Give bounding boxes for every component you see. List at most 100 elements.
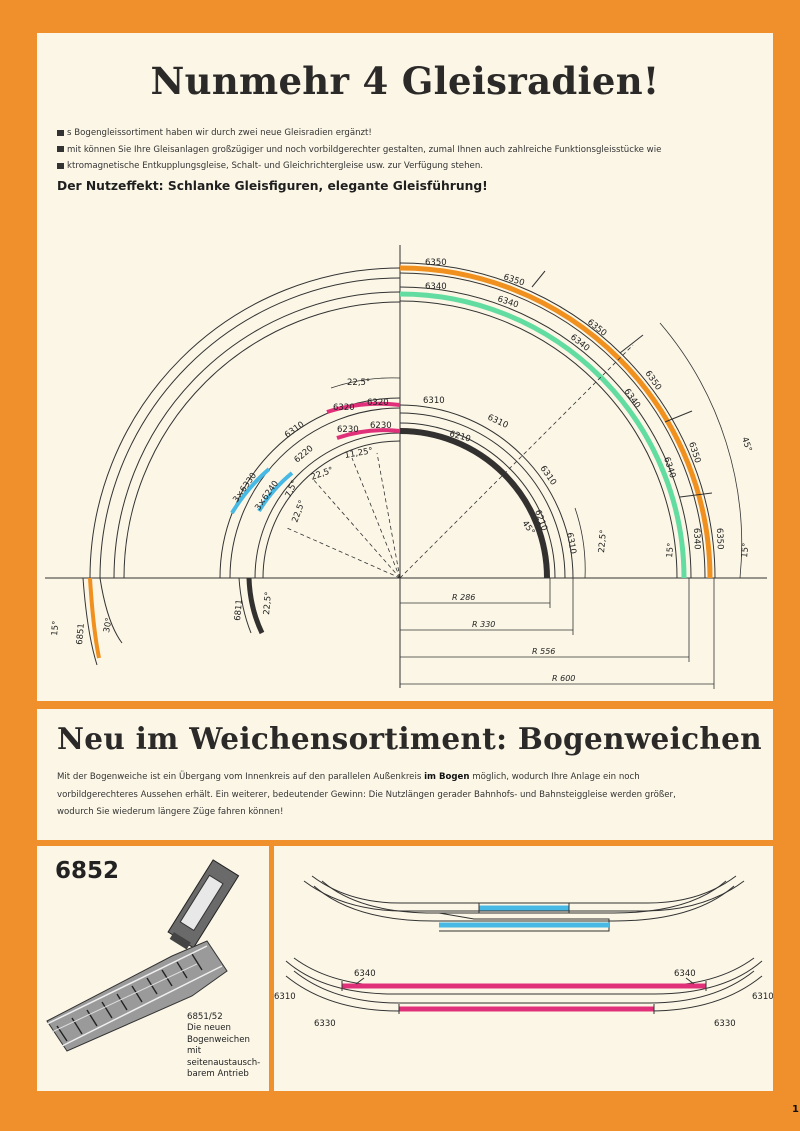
label-6310-c: 6310 bbox=[538, 464, 559, 487]
radius-dimensions bbox=[400, 578, 715, 689]
dark-track-6210 bbox=[399, 428, 550, 579]
product-photo-panel: 6852 6851/52 Die neuen Bogenweichen m bbox=[37, 846, 269, 1091]
angle-22-5-right: 22,5° bbox=[597, 529, 609, 553]
switch-6811-dark bbox=[246, 577, 265, 635]
body-line-2: vorbildgerechteres Aussehen erhält. Ein … bbox=[57, 789, 676, 800]
caption-line: seitenaustausch- bbox=[187, 1057, 261, 1068]
body-line-3: wodurch Sie wiederum längere Züge fahren… bbox=[57, 807, 284, 817]
angle-22-5-low: 22,5° bbox=[290, 499, 307, 524]
angle-22-5-bottom: 22,5° bbox=[262, 591, 274, 615]
label-6350-a: 6350 bbox=[425, 258, 447, 268]
caption-line: Die neuen bbox=[187, 1023, 231, 1034]
leader-line bbox=[685, 977, 695, 985]
radial-guides bbox=[286, 344, 634, 579]
intro-line-3: ktromagnetische Entkupplungsgleise, Scha… bbox=[57, 158, 757, 175]
label-3x6240: 3×6240 bbox=[253, 479, 281, 513]
angle-22-5-mid: 22,5° bbox=[310, 465, 335, 482]
angle-30: 30° bbox=[102, 617, 114, 634]
product-caption: 6851/52 Die neuen Bogenweichen mit seite… bbox=[187, 1012, 260, 1080]
tick bbox=[679, 492, 713, 498]
curved-switch-photo bbox=[46, 859, 240, 1052]
subheading: Der Nutzeffekt: Schlanke Gleisfiguren, e… bbox=[57, 179, 488, 193]
angle-15-a: 15° bbox=[665, 542, 676, 558]
product-number: 6852 bbox=[55, 858, 120, 884]
label-6330-left: 6330 bbox=[314, 1019, 336, 1029]
switch-motor bbox=[167, 859, 240, 950]
leader-line bbox=[355, 977, 365, 985]
outer-track-left-rail-a bbox=[89, 267, 401, 579]
inner-left-rail-a bbox=[254, 432, 401, 579]
label-6320-a: 6320 bbox=[333, 403, 355, 413]
radius-label-556: R 556 bbox=[532, 647, 555, 656]
label-6340-a: 6340 bbox=[425, 282, 447, 292]
label-6340-left: 6340 bbox=[354, 969, 376, 979]
label-6340-right: 6340 bbox=[674, 969, 696, 979]
intro-line-2: mit können Sie Ihre Gleisanlagen großzüg… bbox=[57, 142, 757, 159]
switch-6851-rail-b bbox=[99, 577, 123, 644]
angle-45-outer: 45° bbox=[739, 436, 753, 453]
label-6811: 6811 bbox=[233, 599, 245, 621]
label-6230-a: 6230 bbox=[337, 425, 359, 435]
track-radii-diagram: R 286 R 330 R 556 R 600 6350 6350 6350 6… bbox=[45, 245, 767, 689]
label-3x6330: 3×6330 bbox=[231, 471, 259, 505]
section-body: Mit der Bogenweiche ist ein Übergang vom… bbox=[57, 769, 757, 822]
second-track-left-rail-a bbox=[113, 291, 401, 579]
label-6350-f: 6350 bbox=[714, 528, 725, 550]
intro-text: s Bogengleissortiment haben wir durch zw… bbox=[57, 125, 757, 175]
radius-label-286: R 286 bbox=[452, 593, 475, 602]
blue-track-6240 bbox=[257, 471, 294, 513]
page-title: Nunmehr 4 Gleisradien! bbox=[150, 59, 660, 103]
angle-11-25: 11,25° bbox=[344, 446, 374, 461]
switch-layout-panel: 6340 6340 6310 6310 6330 6330 bbox=[274, 846, 773, 1091]
label-6851: 6851 bbox=[75, 623, 87, 645]
mid-track-left-rail-a bbox=[219, 397, 401, 579]
page-number: 1 bbox=[792, 1104, 799, 1115]
label-6310-left: 6310 bbox=[274, 992, 296, 1002]
switch-layout-diagram: 6340 6340 6310 6310 6330 6330 bbox=[274, 875, 773, 1029]
outer-track-left-rail-b bbox=[99, 277, 401, 579]
pink-track-6230 bbox=[336, 428, 401, 440]
caption-line: mit bbox=[187, 1046, 202, 1057]
angle-7-5: 7,5° bbox=[284, 479, 301, 499]
caption-line: barem Antrieb bbox=[187, 1069, 249, 1080]
switch-6811-rail bbox=[238, 577, 252, 634]
angle-arc-22-5-top bbox=[330, 377, 401, 389]
angle-arc-45-right bbox=[659, 322, 743, 579]
angle-22-5-top: 22,5° bbox=[347, 378, 370, 388]
angle-15-b: 15° bbox=[740, 542, 751, 558]
blue-track-6330 bbox=[230, 467, 271, 515]
tick bbox=[664, 410, 693, 423]
intro-line-1: s Bogengleissortiment haben wir durch zw… bbox=[57, 125, 757, 142]
label-6310-e: 6310 bbox=[283, 420, 306, 441]
upper-layout bbox=[303, 875, 745, 932]
label-6310-d: 6310 bbox=[564, 532, 578, 555]
label-6330-right: 6330 bbox=[714, 1019, 736, 1029]
label-6340-f: 6340 bbox=[691, 528, 702, 550]
tick bbox=[531, 270, 546, 288]
radius-label-600: R 600 bbox=[552, 674, 575, 683]
body-line-1: Mit der Bogenweiche ist ein Übergang vom… bbox=[57, 772, 640, 782]
angle-15-c: 15° bbox=[50, 620, 61, 636]
label-6230-b: 6230 bbox=[370, 421, 392, 431]
label-6310-a: 6310 bbox=[423, 396, 445, 406]
label-6320-b: 6320 bbox=[367, 398, 389, 408]
angle-arc-22-5-right bbox=[574, 507, 586, 579]
switch-track bbox=[46, 940, 228, 1052]
label-6310-right: 6310 bbox=[752, 992, 773, 1002]
caption-line: Bogenweichen bbox=[187, 1034, 250, 1045]
section-title: Neu im Weichensortiment: Bogenweichen bbox=[57, 721, 762, 756]
track-radii-panel: Nunmehr 4 Gleisradien! s Bogengleissorti… bbox=[37, 33, 773, 701]
mid-track-right-rail-b bbox=[399, 404, 574, 579]
radius-label-330: R 330 bbox=[472, 620, 495, 629]
dark-track-rail bbox=[399, 422, 556, 579]
tick bbox=[619, 334, 644, 354]
curved-switches-panel: Neu im Weichensortiment: Bogenweichen Mi… bbox=[37, 709, 773, 840]
mid-track-left-rail-b bbox=[229, 407, 401, 579]
caption-line: 6851/52 bbox=[187, 1012, 223, 1022]
second-track-left-rail-b bbox=[123, 301, 401, 579]
switch-6851-rail bbox=[82, 577, 98, 666]
label-6310-b: 6310 bbox=[486, 413, 510, 431]
switch-6851-orange bbox=[88, 577, 101, 659]
pink-track-6320 bbox=[326, 401, 401, 414]
inner-left-rail-b bbox=[262, 440, 401, 579]
